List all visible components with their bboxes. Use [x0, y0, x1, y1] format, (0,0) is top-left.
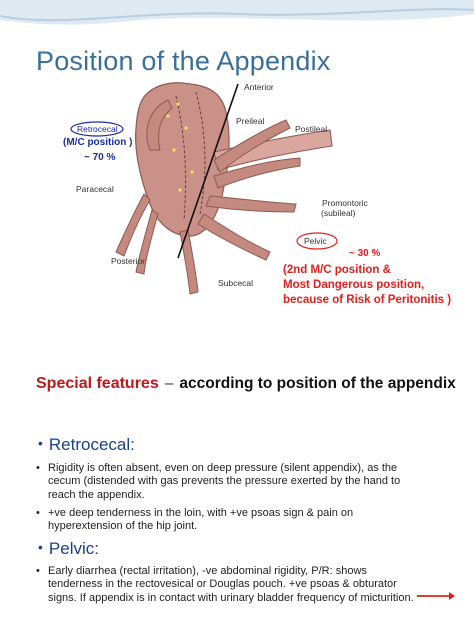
- pelvic-note-line2: Most Dangerous position,: [283, 279, 425, 291]
- pelvic-note-line3: because of Risk of Peritonitis ): [283, 294, 452, 306]
- heading-dash: –: [164, 375, 174, 392]
- label-promontoric: Promontoric: [322, 198, 368, 208]
- anterior-posterior-axis: [177, 83, 239, 259]
- label-anterior: Anterior: [244, 82, 274, 92]
- header-swoosh: [0, 0, 474, 25]
- heading-accent: Special features: [36, 375, 159, 392]
- section-bullet: •: [38, 435, 43, 451]
- retrocecal-position-note: (M/C position ): [63, 137, 133, 148]
- label-pelvic: Pelvic: [304, 236, 327, 246]
- label-postileal: Postileal: [295, 124, 328, 134]
- slide-separator: [0, 346, 474, 356]
- label-retrocecal: Retrocecal: [77, 124, 118, 134]
- pelvic-circle: [296, 232, 338, 250]
- retrocecal-percent: ~ 70 %: [84, 152, 116, 163]
- retrocecal-bullet-2: • +ve deep tenderness in the loin, with …: [36, 507, 354, 533]
- appendix-paracecal: [115, 193, 151, 257]
- appendix-subcecal: [179, 229, 199, 295]
- appendix-postileal: [213, 157, 301, 189]
- red-arrow-icon: [417, 592, 455, 600]
- section-bullet: •: [38, 539, 43, 555]
- appendix-pelvic: [197, 213, 271, 261]
- section-title-retrocecal: •Retrocecal:: [38, 435, 135, 454]
- pelvic-percent: ~ 30 %: [349, 248, 381, 259]
- pelvic-note-line1: (2nd M/C position &: [283, 264, 391, 276]
- pelvic-bullet-1: • Early diarrhea (rectal irritation), -v…: [36, 565, 414, 604]
- appendix-paracecal-2: [135, 209, 159, 275]
- heading-rest: according to position of the appendix: [179, 375, 456, 392]
- special-features-slide: Special features–according to position o…: [0, 356, 474, 631]
- retrocecal-circle: [70, 121, 124, 137]
- label-paracecal: Paracecal: [76, 184, 114, 194]
- appendix-preileal: [213, 119, 291, 173]
- label-subileal: (subileal): [321, 208, 356, 218]
- slide-title: Position of the Appendix: [36, 46, 331, 76]
- appendix-retrocecal: [146, 99, 173, 151]
- section-title-pelvic: •Pelvic:: [38, 539, 99, 558]
- appendix-diagram: [70, 82, 338, 295]
- appendix-promontoric: [205, 195, 297, 213]
- label-subcecal: Subcecal: [218, 278, 253, 288]
- retrocecal-bullet-1: • Rigidity is often absent, even on deep…: [36, 462, 401, 501]
- label-posterior: Posterior: [111, 256, 146, 266]
- appendix-position-slide: Position of the Appendix Anterior Preile…: [0, 0, 474, 306]
- special-features-heading: Special features–according to position o…: [36, 373, 456, 394]
- label-preileal: Preileal: [236, 116, 265, 126]
